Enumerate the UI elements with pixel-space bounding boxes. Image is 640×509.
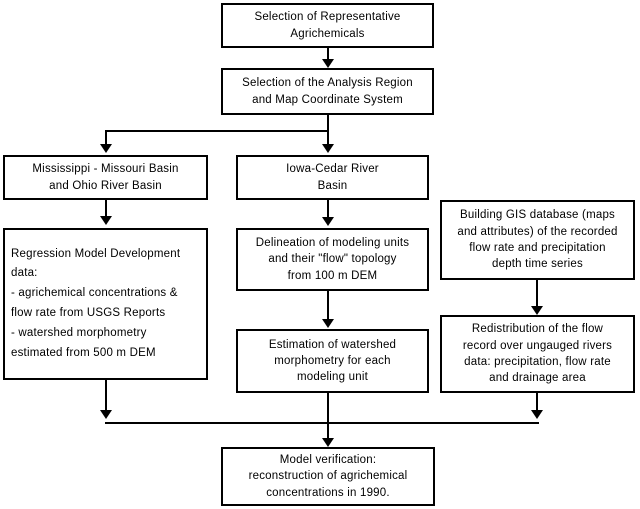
node-watershed-morphometry-label: Estimation of watershed morphometry for … — [268, 338, 397, 384]
node-selection-region-label: Selection of the Analysis Region and Map… — [242, 77, 413, 106]
arrowhead-verification-top — [322, 438, 334, 447]
node-regression-model-label: Regression Model Development data: - agr… — [11, 247, 181, 359]
connector-mississippi-to-regression — [105, 200, 107, 218]
node-regression-model: Regression Model Development data: - agr… — [3, 228, 208, 380]
connector-split-left-drop — [105, 130, 107, 146]
connector-redistribution-drop — [536, 393, 538, 412]
connector-split-right-drop — [327, 130, 329, 146]
arrowhead-mississippi-top — [100, 144, 112, 153]
node-model-verification-label: Model verification: reconstruction of ag… — [248, 454, 408, 499]
node-selection-region: Selection of the Analysis Region and Map… — [221, 68, 434, 115]
connector-merge-bar — [105, 422, 539, 424]
connector-region-stem — [327, 115, 329, 131]
node-flow-redistribution: Redistribution of the flow record over u… — [440, 315, 635, 393]
node-iowa-cedar-basin: Iowa-Cedar River Basin — [236, 155, 429, 200]
node-iowa-cedar-basin-label: Iowa-Cedar River Basin — [286, 163, 379, 192]
arrowhead-regression-top — [100, 216, 112, 225]
node-selection-agrichemicals: Selection of Representative Agrichemical… — [221, 3, 434, 48]
connector-agrichemicals-to-region — [327, 48, 329, 61]
connector-region-split-bar — [105, 130, 329, 132]
node-mississippi-basin: Mississippi - Missouri Basin and Ohio Ri… — [3, 155, 208, 200]
node-gis-database: Building GIS database (maps and attribut… — [440, 200, 635, 280]
node-flow-redistribution-label: Redistribution of the flow record over u… — [462, 323, 613, 385]
node-gis-database-label: Building GIS database (maps and attribut… — [457, 209, 618, 271]
node-delineation-units: Delineation of modeling units and their … — [236, 228, 429, 291]
node-watershed-morphometry: Estimation of watershed morphometry for … — [236, 329, 429, 393]
arrowhead-iowa-cedar-top — [322, 144, 334, 153]
connector-iowa-to-delineation — [327, 200, 329, 219]
connector-delineation-to-morphometry — [327, 291, 329, 321]
arrowhead-morphometry-top — [322, 319, 334, 328]
node-model-verification: Model verification: reconstruction of ag… — [221, 447, 435, 506]
node-mississippi-basin-label: Mississippi - Missouri Basin and Ohio Ri… — [32, 163, 179, 192]
connector-regression-drop — [105, 380, 107, 412]
node-selection-agrichemicals-label: Selection of Representative Agrichemical… — [254, 11, 401, 40]
arrowhead-redistribution-top — [531, 306, 543, 315]
arrowhead-merge-left — [100, 410, 112, 419]
connector-gis-to-redistribution — [536, 280, 538, 308]
arrowhead-delineation-top — [322, 217, 334, 226]
arrowhead-region-top — [322, 59, 334, 68]
connector-morphometry-drop — [327, 393, 329, 440]
node-delineation-units-label: Delineation of modeling units and their … — [255, 237, 410, 282]
arrowhead-merge-right — [531, 410, 543, 419]
